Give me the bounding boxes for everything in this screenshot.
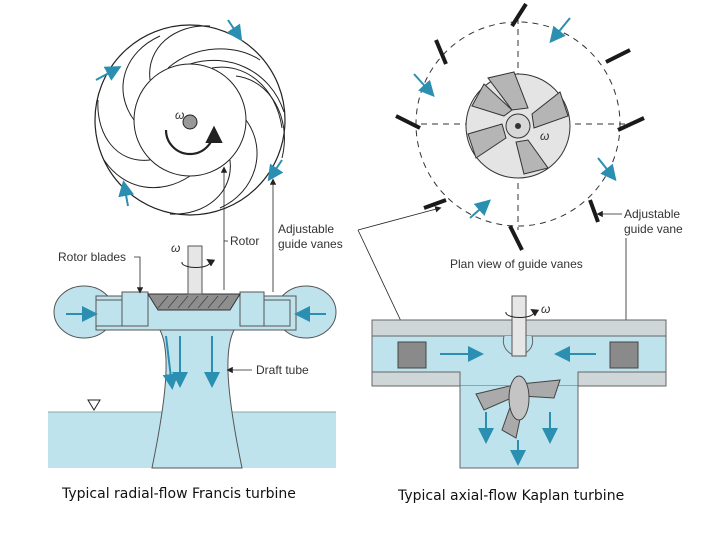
rotor-label: Rotor [230, 234, 259, 248]
francis-guide-vane-left [95, 299, 123, 327]
kaplan-caption: Typical axial-flow Kaplan turbine [398, 488, 625, 504]
adjustable-guide-vane-label-2: guide vane [624, 222, 683, 236]
kaplan-guide-vanes [395, 2, 645, 251]
kaplan-flow-arrows [413, 17, 617, 219]
kaplan-omega-label: ω [540, 129, 549, 143]
francis-guide-vane-right [263, 299, 291, 327]
francis-section-view: ω [48, 241, 337, 469]
kaplan-shaft-omega: ω [541, 302, 550, 316]
flow-arrow [226, 19, 243, 42]
rotor-blades-label: Rotor blades [58, 250, 126, 264]
plan-view-label: Plan view of guide vanes [450, 257, 583, 271]
francis-omega-label: ω [175, 108, 184, 122]
flow-arrow [95, 66, 122, 81]
flow-arrow [267, 159, 284, 182]
kaplan-section-arrows [440, 346, 596, 466]
water-level-marker [87, 399, 101, 411]
kaplan-guide-vane-right [609, 341, 639, 369]
francis-annotations: Rotor blades Rotor Adjustable guide vane… [58, 166, 343, 377]
francis-runner-plan-view: ω [94, 19, 286, 216]
kaplan-section-view: ω [371, 295, 667, 469]
francis-runner [147, 293, 241, 311]
kaplan-guide-vane-left [397, 341, 427, 369]
kaplan-shaft [511, 295, 527, 357]
francis-runner-blades [97, 25, 285, 215]
francis-shaft-omega: ω [171, 241, 180, 255]
adjustable-guide-vanes-label-2: guide vanes [278, 237, 343, 251]
kaplan-plan-view: ω [395, 2, 645, 251]
adjustable-guide-vane-label-1: Adjustable [624, 207, 680, 221]
kaplan-runner [475, 375, 561, 439]
adjustable-guide-vanes-label-1: Adjustable [278, 222, 334, 236]
francis-shaft [187, 245, 203, 295]
francis-caption: Typical radial-flow Francis turbine [62, 486, 296, 502]
kaplan-plan-annotations: Adjustable guide vane Plan view of guide… [357, 206, 683, 344]
kaplan-rotor-blades [467, 71, 569, 175]
draft-tube-label: Draft tube [256, 363, 309, 377]
flow-arrow [118, 180, 135, 207]
francis-draft-tube [151, 329, 243, 469]
